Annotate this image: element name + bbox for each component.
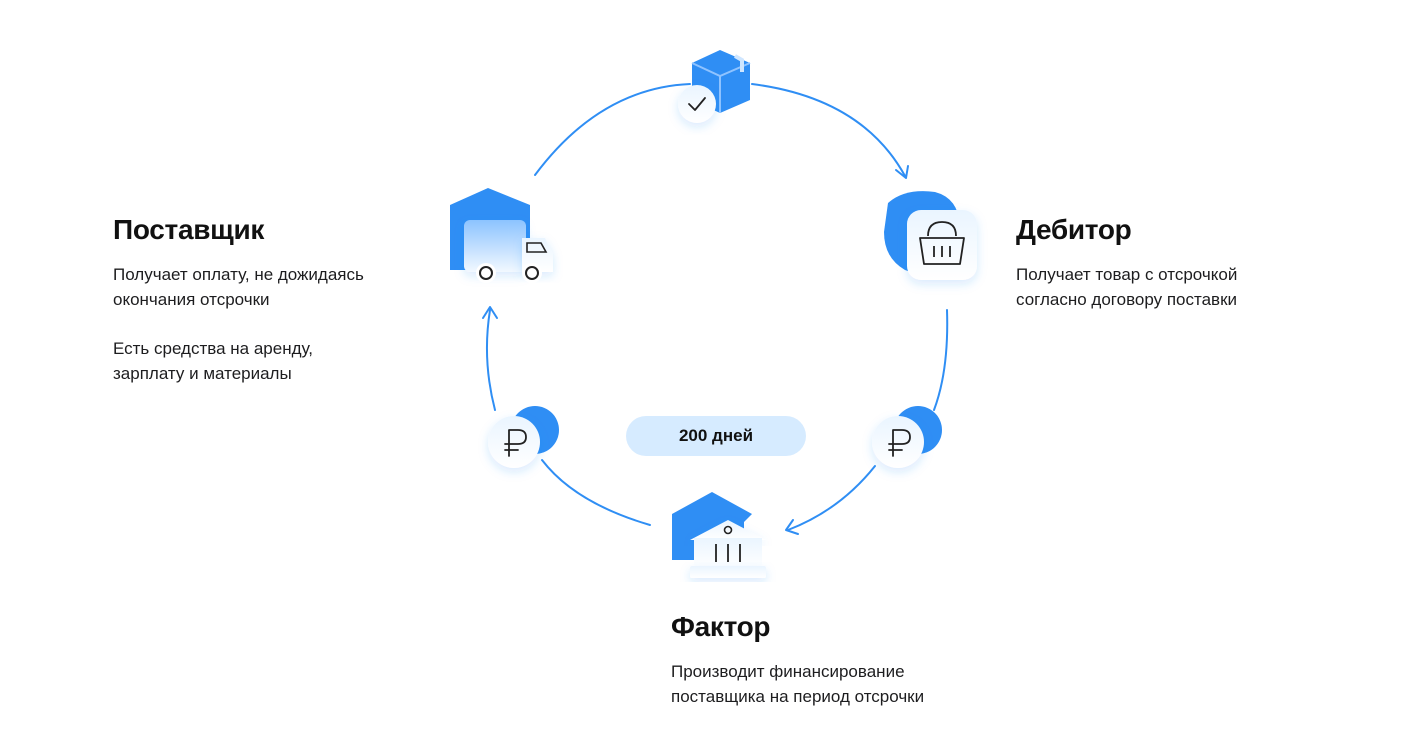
truck-icon — [450, 188, 553, 283]
bank-icon — [672, 492, 766, 578]
supplier-block: Поставщик Получает оплату, не дожидаясь … — [113, 214, 433, 386]
arc-bottom-left — [541, 459, 651, 526]
period-badge: 200 дней — [626, 416, 806, 456]
arrow-head-left — [482, 306, 498, 319]
arc-top-right — [751, 83, 906, 177]
ruble-icon-left — [488, 406, 559, 468]
ruble-icon-right — [872, 406, 942, 468]
basket-icon — [884, 191, 977, 280]
factor-description: Производит финансирование поставщика на … — [671, 662, 925, 706]
box-check-icon — [678, 50, 751, 123]
supplier-description-1: Получает оплату, не дожидаясь окончания … — [113, 265, 364, 309]
arrow-head-bottom-right — [785, 519, 799, 535]
debtor-title: Дебитор — [1016, 214, 1132, 245]
arc-right — [933, 309, 949, 411]
arrow-head-top-right — [895, 165, 909, 179]
supplier-description-2: Есть средства на аренду, зарплату и мате… — [113, 339, 314, 383]
arc-left — [485, 309, 496, 411]
debtor-block: Дебитор Получает товар с отсрочкой согла… — [1016, 214, 1336, 312]
supplier-title: Поставщик — [113, 214, 265, 245]
arc-bottom-right — [787, 465, 876, 531]
debtor-description: Получает товар с отсрочкой согласно дого… — [1016, 265, 1238, 309]
factor-title: Фактор — [671, 611, 771, 642]
arc-top-left — [534, 83, 691, 176]
factor-block: Фактор Производит финансирование поставщ… — [671, 611, 1011, 709]
